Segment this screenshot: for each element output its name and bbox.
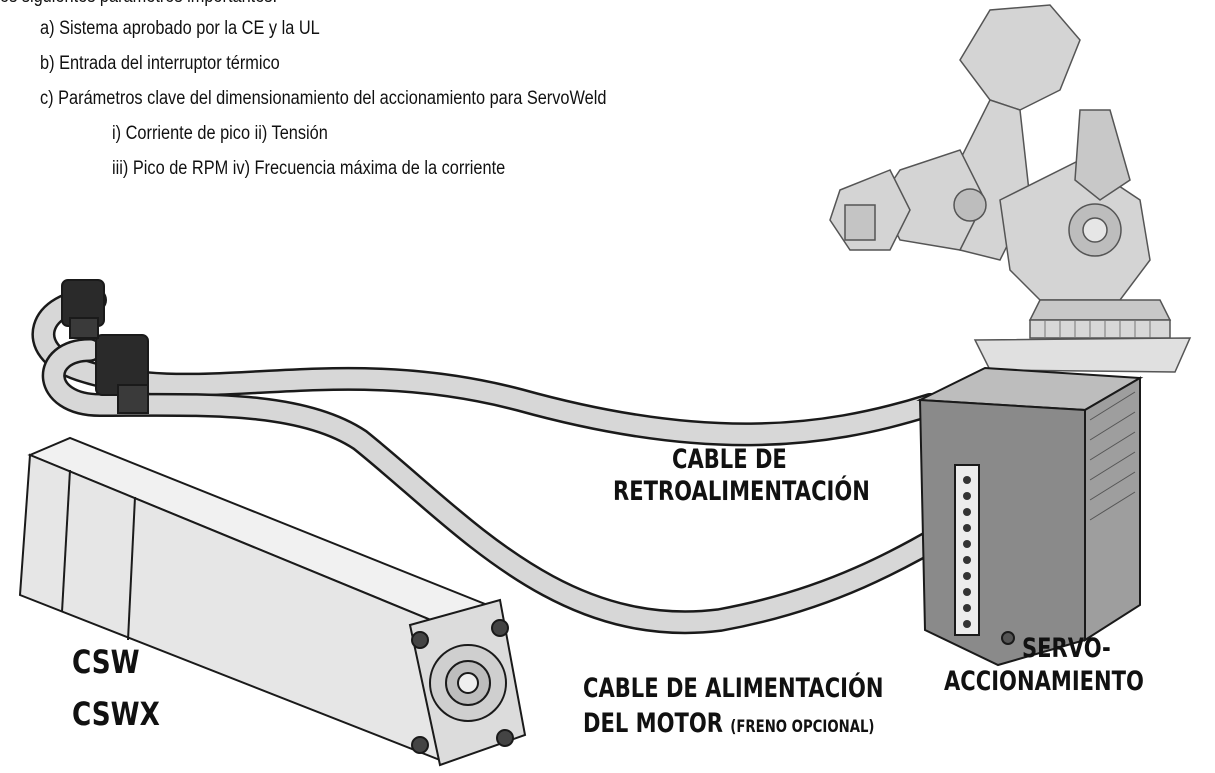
feedback-cable-label-line1: CABLE DE bbox=[672, 444, 787, 475]
servo-motor-icon bbox=[18, 279, 527, 767]
model-label-cswx: CSWX bbox=[72, 695, 160, 733]
servo-drive-label-line2: ACCIONAMIENTO bbox=[944, 666, 1144, 697]
cables bbox=[31, 288, 980, 635]
list-item-c: c) Parámetros clave del dimensionamiento… bbox=[40, 88, 607, 109]
servo-drive-label-line1: SERVO- bbox=[1022, 633, 1111, 664]
power-cable-label-note: (FRENO OPCIONAL) bbox=[730, 717, 875, 737]
servo-drive-icon bbox=[916, 366, 1144, 667]
power-cable-label-main: DEL MOTOR bbox=[583, 708, 723, 739]
list-subitem-c2: iii) Pico de RPM iv) Frecuencia máxima d… bbox=[112, 158, 506, 179]
feedback-cable-label-line2: RETROALIMENTACIÓN bbox=[613, 476, 870, 507]
list-subitem-c1: i) Corriente de pico ii) Tensión bbox=[112, 123, 328, 144]
power-cable-label-line1: CABLE DE ALIMENTACIÓN bbox=[583, 673, 884, 704]
list-item-a: a) Sistema aprobado por la CE y la UL bbox=[40, 18, 320, 39]
model-label-csw: CSW bbox=[72, 643, 140, 681]
intro-text-fragment: os siguientes parámetros importantes: bbox=[0, 0, 277, 8]
robot-arm-icon bbox=[829, 4, 1192, 373]
power-cable-label-line2: DEL MOTOR (FRENO OPCIONAL) bbox=[583, 708, 874, 743]
list-item-b: b) Entrada del interruptor térmico bbox=[40, 53, 280, 74]
